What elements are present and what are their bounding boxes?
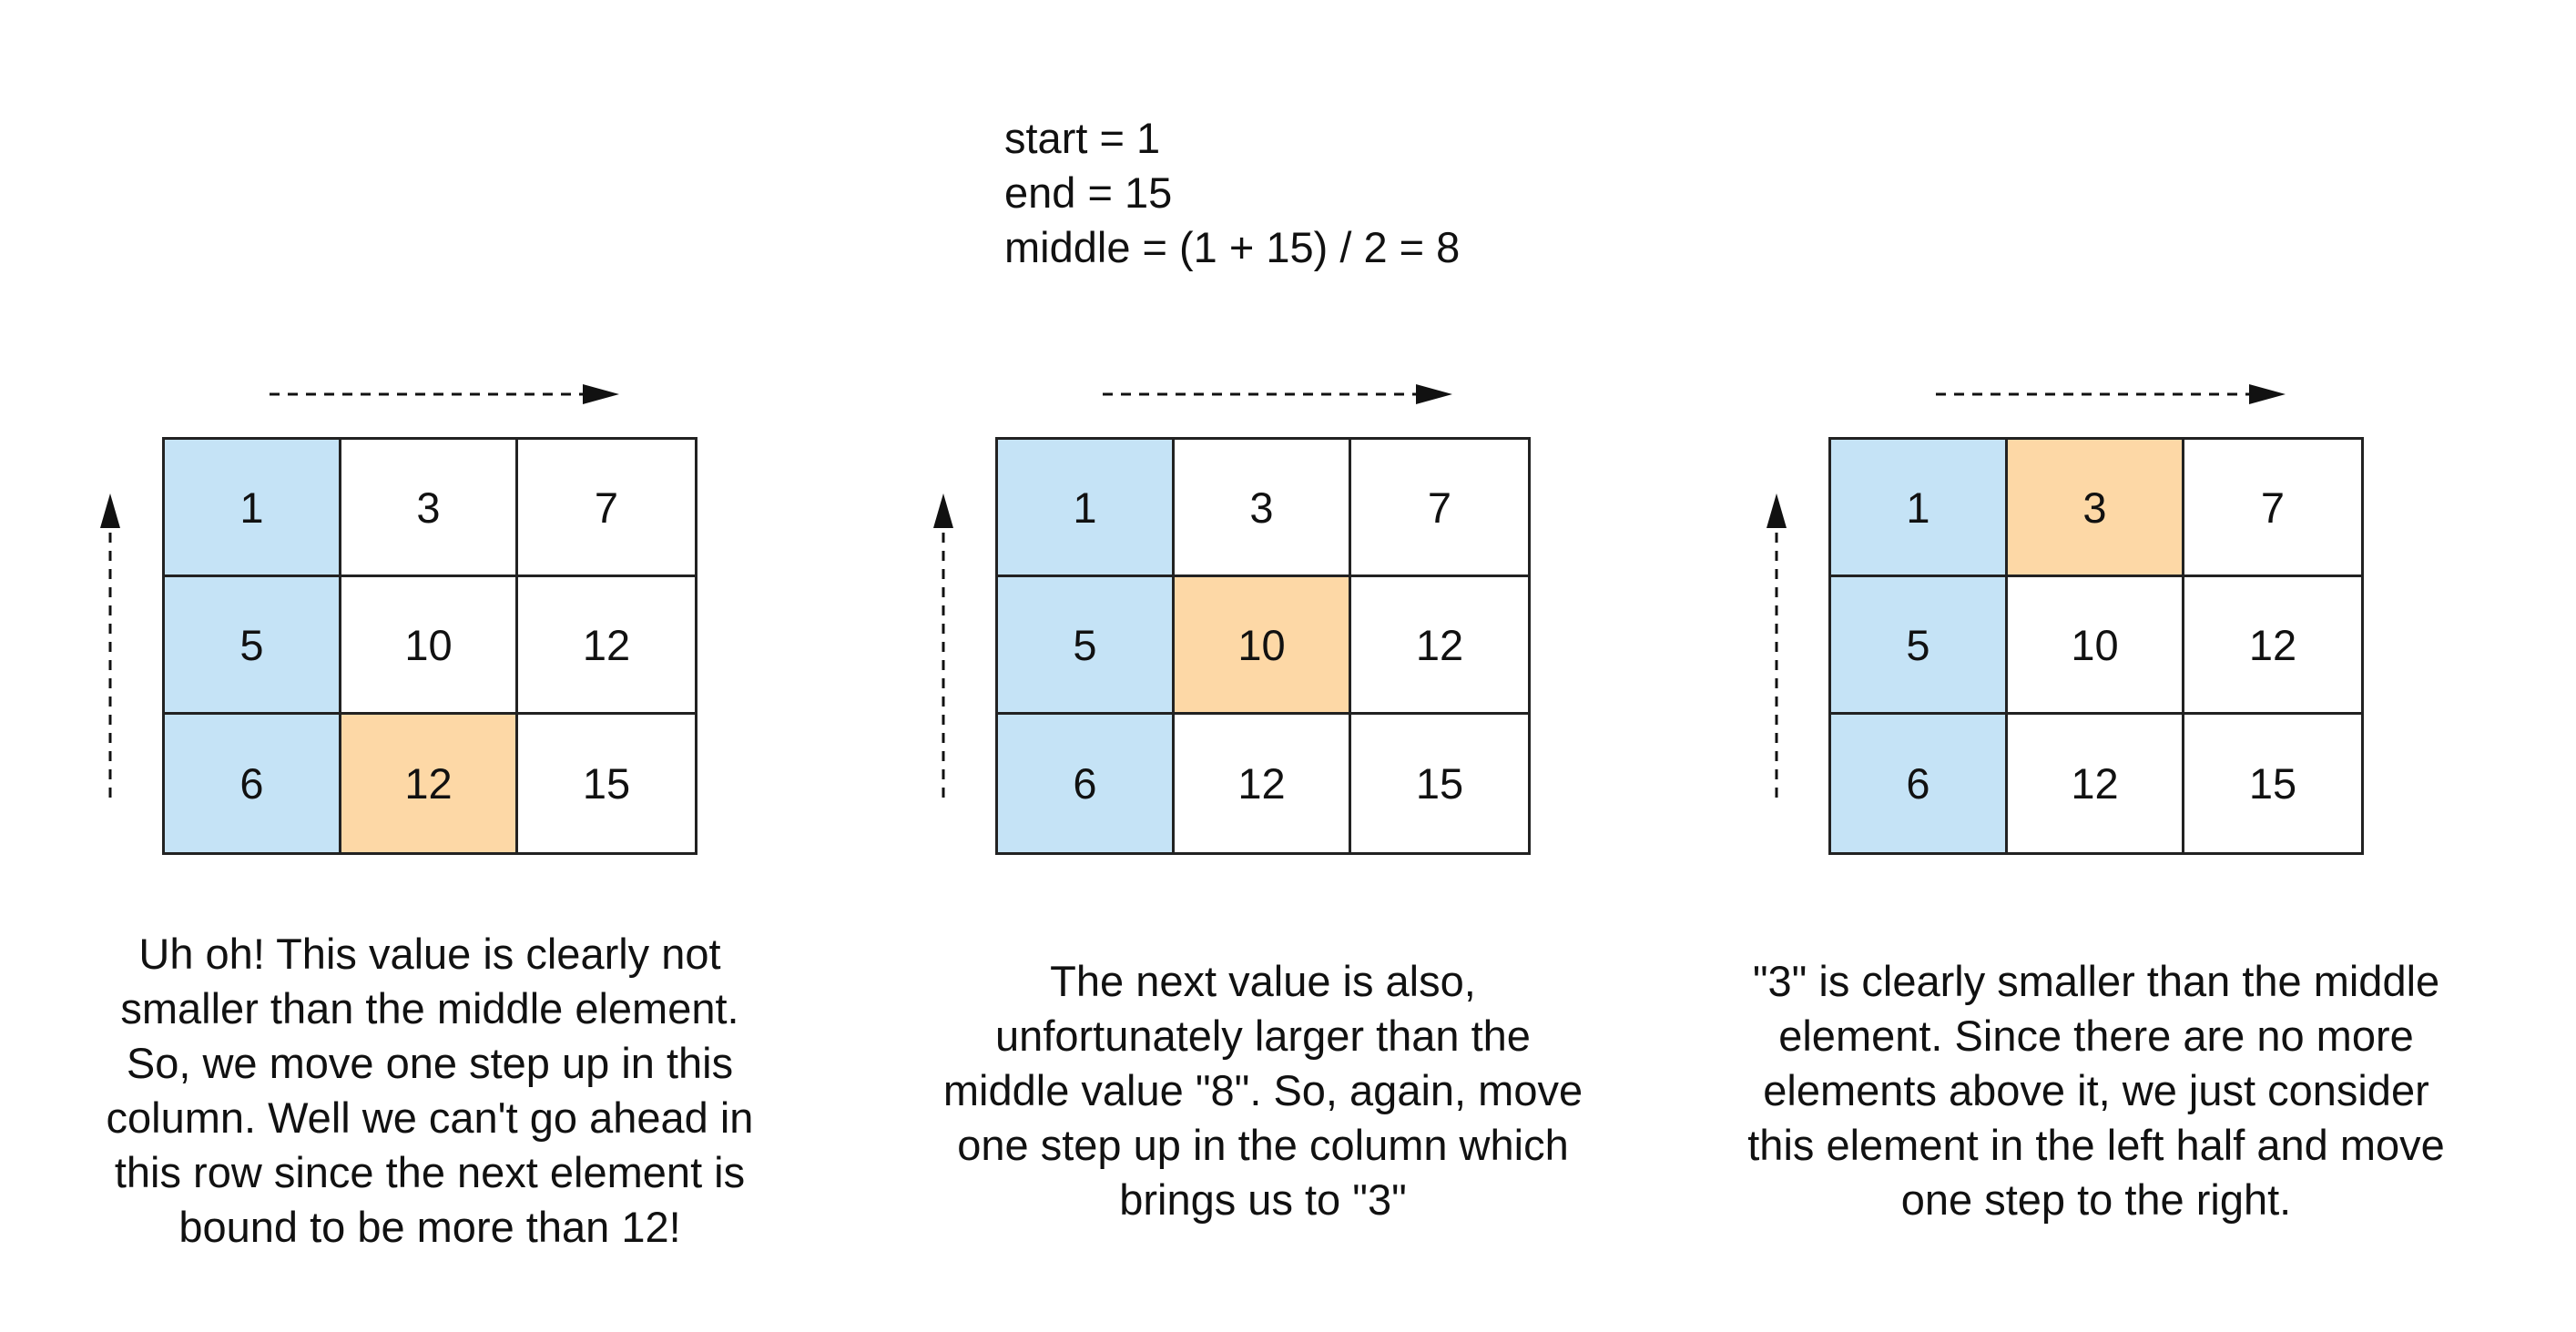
current-cell: 12 <box>341 715 518 852</box>
matrix-cell: 12 <box>2008 715 2184 852</box>
middle-line: middle = (1 + 15) / 2 = 8 <box>1004 223 1461 271</box>
current-cell: 3 <box>2008 440 2184 577</box>
matrix-cell: 3 <box>341 440 518 577</box>
matrix-cell: 6 <box>998 715 1175 852</box>
matrix-cell: 12 <box>518 577 695 715</box>
caption-line: Uh oh! This value is clearly not <box>138 930 721 978</box>
caption-line: column. Well we can't go ahead in <box>106 1093 754 1142</box>
step-caption: The next value is also, unfortunately lar… <box>871 954 1655 1227</box>
variables-block: start = 1 end = 15 middle = (1 + 15) / 2… <box>1004 111 1460 275</box>
dashed-arrow-up-icon <box>933 493 953 798</box>
matrix-cell: 15 <box>518 715 695 852</box>
matrix-cell: 10 <box>341 577 518 715</box>
caption-line: elements above it, we just consider <box>1763 1066 2429 1114</box>
matrix-cell: 1 <box>1831 440 2008 577</box>
matrix-cell: 6 <box>165 715 341 852</box>
dashed-arrow-right-icon <box>1936 384 2286 404</box>
matrix-cell: 15 <box>2184 715 2361 852</box>
caption-line: The next value is also, <box>1050 957 1476 1005</box>
matrix-cell: 5 <box>998 577 1175 715</box>
matrix-cell: 7 <box>518 440 695 577</box>
matrix-cell: 12 <box>2184 577 2361 715</box>
matrix-cell: 10 <box>2008 577 2184 715</box>
step-caption: "3" is clearly smaller than the middle el… <box>1705 954 2488 1227</box>
caption-line: "3" is clearly smaller than the middle <box>1752 957 2440 1005</box>
matrix-cell: 7 <box>2184 440 2361 577</box>
matrix-cell: 12 <box>1175 715 1351 852</box>
caption-line: bound to be more than 12! <box>178 1203 681 1251</box>
start-line: start = 1 <box>1004 114 1161 162</box>
matrix-cell: 3 <box>1175 440 1351 577</box>
dashed-arrow-right-icon <box>270 384 619 404</box>
matrix-cell: 12 <box>1351 577 1528 715</box>
caption-line: one step to the right. <box>1900 1175 2292 1224</box>
matrix-cell: 5 <box>1831 577 2008 715</box>
caption-line: middle value "8". So, again, move <box>942 1066 1583 1114</box>
matrix-cell: 1 <box>165 440 341 577</box>
caption-line: So, we move one step up in this <box>126 1039 734 1087</box>
caption-line: this row since the next element is <box>114 1148 746 1196</box>
matrix-cell: 15 <box>1351 715 1528 852</box>
dashed-arrow-right-icon <box>1103 384 1452 404</box>
dashed-arrow-up-icon <box>100 493 120 798</box>
caption-line: brings us to "3" <box>1119 1175 1407 1224</box>
matrix-cell: 7 <box>1351 440 1528 577</box>
caption-line: element. Since there are no more <box>1778 1012 2414 1060</box>
step-caption: Uh oh! This value is clearly not smaller … <box>38 927 821 1255</box>
end-line: end = 15 <box>1004 168 1173 217</box>
matrix-cell: 1 <box>998 440 1175 577</box>
caption-line: unfortunately larger than the <box>995 1012 1531 1060</box>
matrix-cell: 6 <box>1831 715 2008 852</box>
current-cell: 10 <box>1175 577 1351 715</box>
dashed-arrow-up-icon <box>1767 493 1787 798</box>
caption-line: this element in the left half and move <box>1747 1121 2445 1169</box>
caption-line: one step up in the column which <box>957 1121 1569 1169</box>
caption-line: smaller than the middle element. <box>120 984 739 1032</box>
matrix-cell: 5 <box>165 577 341 715</box>
